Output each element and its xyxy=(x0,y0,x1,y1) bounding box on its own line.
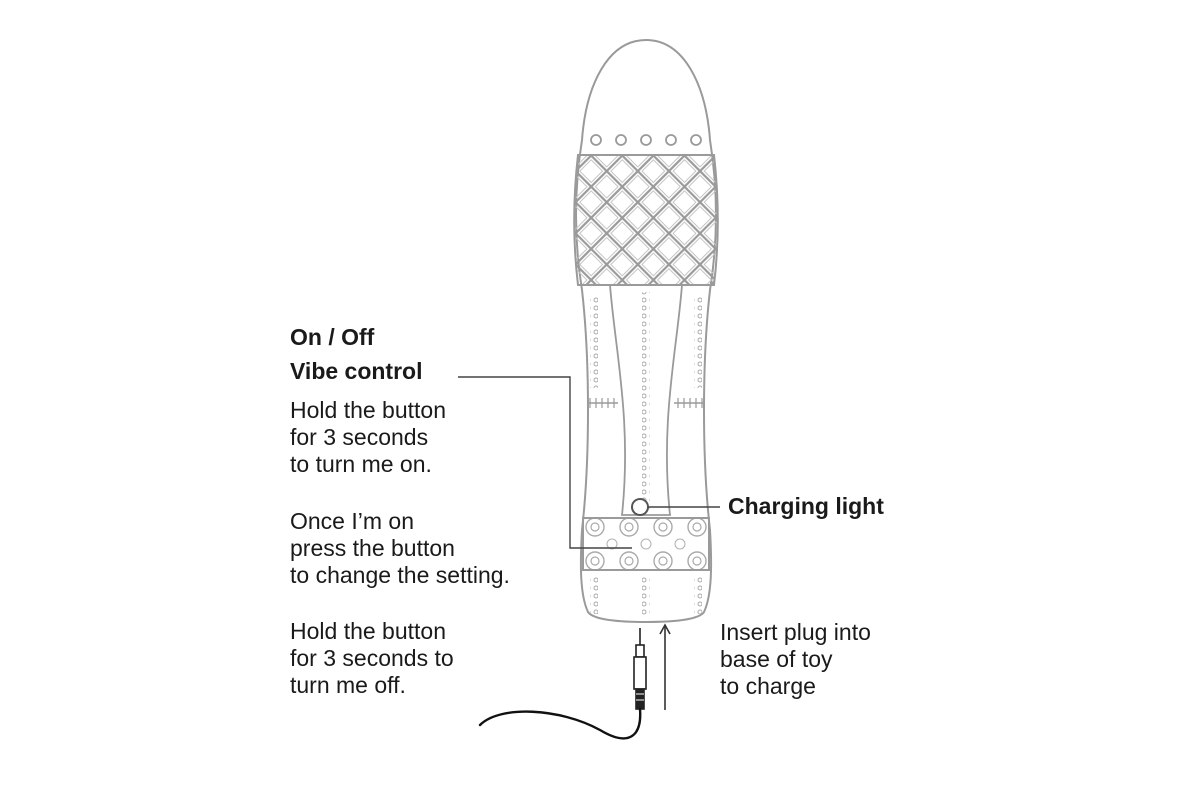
turn-on-instruction: Hold the button for 3 seconds to turn me… xyxy=(290,397,446,478)
button-leader-line xyxy=(458,376,632,549)
base-dots xyxy=(590,576,702,616)
instruction-line: to change the setting. xyxy=(290,562,510,588)
shaft-dot-columns xyxy=(590,292,702,514)
vibe-control-label: Vibe control xyxy=(290,358,423,384)
instruction-line: base of toy xyxy=(720,646,833,672)
stitch-lines xyxy=(587,398,705,408)
on-off-label: On / Off xyxy=(290,324,375,350)
instruction-line: Hold the button xyxy=(290,618,447,644)
turn-off-instruction: Hold the button for 3 seconds to turn me… xyxy=(290,618,454,699)
instruction-line: to turn me on. xyxy=(290,451,432,477)
instruction-line: Once I’m on xyxy=(290,508,414,534)
shaft-center-panel xyxy=(609,284,683,516)
charging-light-indicator xyxy=(631,498,649,516)
change-setting-instruction: Once I’m on press the button to change t… xyxy=(290,508,510,589)
insert-direction-arrow-icon xyxy=(659,623,671,710)
instruction-line: for 3 seconds xyxy=(290,424,429,450)
charge-instruction: Insert plug into base of toy to charge xyxy=(720,619,871,700)
charging-light-label: Charging light xyxy=(728,493,884,519)
instruction-line: turn me off. xyxy=(290,672,406,698)
lace-pattern-band xyxy=(582,517,710,571)
instruction-line: for 3 seconds to xyxy=(290,645,454,671)
charging-cable xyxy=(478,707,642,740)
instruction-line: press the button xyxy=(290,535,455,561)
tip-dots xyxy=(590,134,702,146)
instruction-line: to charge xyxy=(720,673,816,699)
charging-plug-icon xyxy=(633,628,647,710)
instruction-line: Hold the button xyxy=(290,397,447,423)
diamond-pattern-band xyxy=(573,154,719,286)
instruction-line: Insert plug into xyxy=(720,619,871,645)
